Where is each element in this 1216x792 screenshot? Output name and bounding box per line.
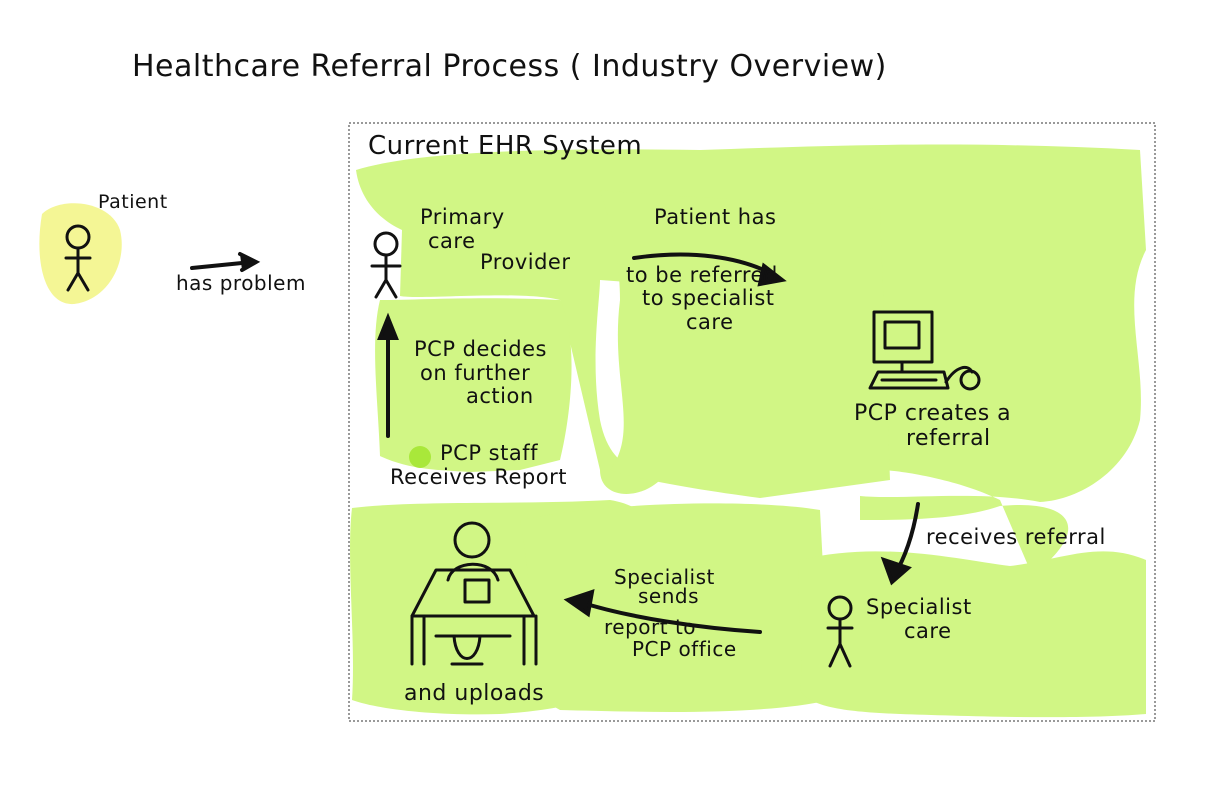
edge-label-line: Patient has xyxy=(654,205,777,229)
edge-label-line: PCP office xyxy=(632,637,737,662)
edge-label-line: to be referred xyxy=(626,262,778,287)
arrow-referred-icon xyxy=(632,252,787,287)
patient-label: Patient xyxy=(98,191,168,213)
edge-label-has-problem: has problem xyxy=(176,271,306,295)
arrow-sends-report-icon xyxy=(563,589,762,634)
desk-worker-icon xyxy=(410,521,538,666)
patient-stick-figure-icon xyxy=(64,224,92,292)
node-label-line: referral xyxy=(906,425,991,451)
arrow-has-problem-icon xyxy=(190,252,261,272)
pcp-stick-figure-icon xyxy=(370,231,402,299)
pcp-label-line: care xyxy=(428,228,476,253)
edge-label-line: sends xyxy=(638,584,700,609)
system-boundary xyxy=(348,122,1156,722)
node-label-line: PCP staff xyxy=(440,441,538,465)
node-label-line: PCP creates a xyxy=(854,401,1012,426)
page-title: Healthcare Referral Process ( Industry O… xyxy=(132,49,887,84)
node-label-line: PCP decides xyxy=(414,337,547,361)
pcp-label: Primary care Provider xyxy=(420,205,571,275)
node-label-line: action xyxy=(466,384,534,409)
node-label-line: on further xyxy=(420,360,531,385)
edge-label-receives-referral: receives referral xyxy=(926,525,1106,549)
staff-receives-label: PCP staff Receives Report xyxy=(390,441,567,489)
status-dot xyxy=(409,446,431,468)
edge-label-line: to specialist xyxy=(642,286,775,311)
edge-label-line: report to xyxy=(604,614,697,639)
pcp-decides-label: PCP decides on further action xyxy=(414,337,547,409)
system-label: Current EHR System xyxy=(368,131,643,161)
arrow-receives-referral-icon xyxy=(880,502,920,586)
staff-caption: and uploads xyxy=(404,681,545,706)
edge-label-referred: Patient has to be referred to specialist… xyxy=(626,205,778,334)
edge-label-sends-report: Specialist sends report to PCP office xyxy=(604,566,737,661)
pcp-label-line: Provider xyxy=(480,250,571,275)
arrow-to-pcp-icon xyxy=(377,312,399,438)
patient-highlight xyxy=(39,203,122,305)
system-highlight xyxy=(350,144,1146,718)
specialist-label: Specialist care xyxy=(866,595,972,643)
edge-label-line: care xyxy=(686,309,734,334)
edge-label-line: Specialist xyxy=(614,565,715,589)
specialist-stick-figure-icon xyxy=(826,595,854,668)
node-label-line: Receives Report xyxy=(390,464,567,489)
node-label-line: Specialist xyxy=(866,595,972,619)
computer-icon xyxy=(868,310,981,391)
pcp-creates-referral-label: PCP creates a referral xyxy=(854,401,1012,451)
pcp-label-line: Primary xyxy=(420,205,505,229)
node-label-line: care xyxy=(904,618,952,643)
